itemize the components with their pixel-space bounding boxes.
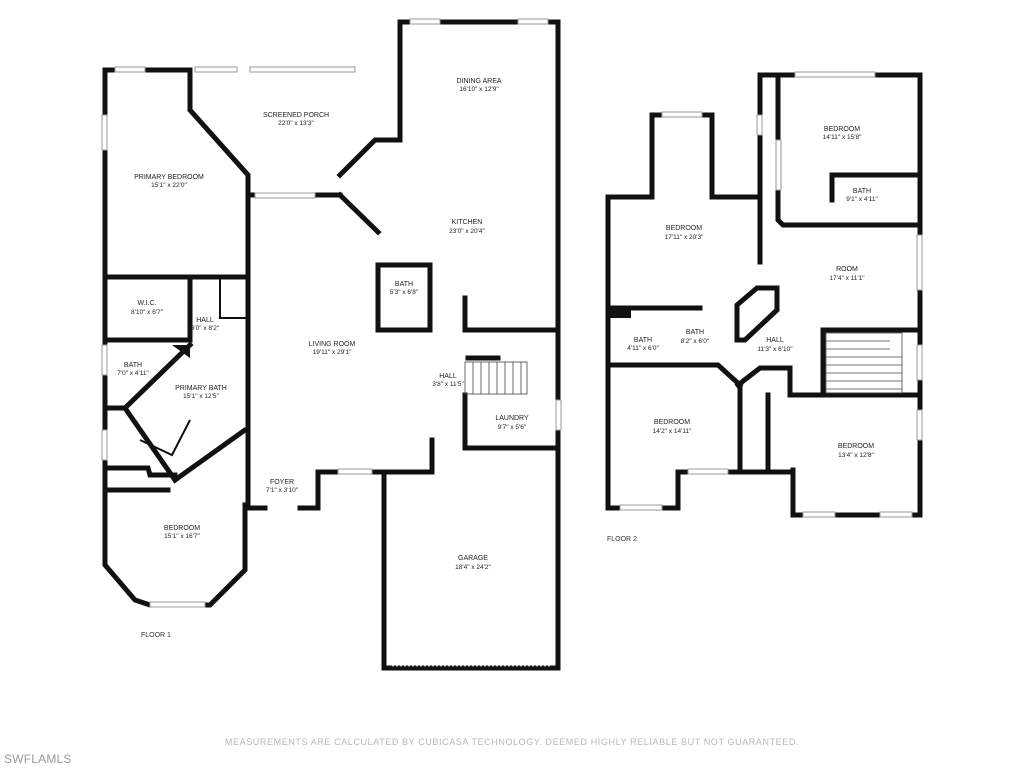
mls-watermark: SWFLAMLS — [4, 752, 72, 766]
room-dims: 15'1" x 12'5" — [183, 393, 219, 400]
room-name: BEDROOM — [654, 419, 690, 426]
room-name: BATH — [686, 329, 704, 336]
room-name: BATH — [124, 362, 142, 369]
floor-1-label: FLOOR 1 — [141, 632, 171, 639]
room-label-hall-3-8: HALL 3'8" x 11'5" — [432, 373, 464, 388]
room-label-hall-6-0: HALL 6'0" x 8'2" — [191, 317, 220, 332]
room-dims: 7'0" x 4'11" — [117, 370, 149, 377]
room-name: FOYER — [270, 479, 294, 486]
room-name: BEDROOM — [824, 126, 860, 133]
room-name: BATH — [395, 281, 413, 288]
room-dims: 4'11" x 6'0" — [627, 345, 659, 352]
room-dims: 16'10" x 12'9" — [459, 86, 499, 93]
room-dims: 8'10" x 6'7" — [131, 309, 164, 316]
room-name: W.I.C. — [137, 300, 156, 307]
room-dims: 15'1" x 22'0" — [151, 182, 187, 189]
room-label-bath-4-11: BATH 4'11" x 6'0" — [627, 337, 659, 352]
room-name: LAUNDRY — [495, 415, 529, 422]
room-dims: 11'3" x 6'10" — [757, 346, 793, 353]
room-dims: 23'0" x 20'4" — [449, 228, 485, 235]
room-dims: 9'7" x 5'6" — [498, 424, 527, 431]
room-name: LIVING ROOM — [309, 341, 356, 348]
room-name: BEDROOM — [666, 225, 702, 232]
room-label-bath-5-3: BATH 5'3" x 6'8" — [390, 281, 419, 296]
room-label-hall-11-3: HALL 11'3" x 6'10" — [757, 337, 793, 353]
room-dims: 5'3" x 6'8" — [390, 289, 419, 296]
room-dims: 6'0" x 8'2" — [191, 325, 220, 332]
room-label-bath-7-0: BATH 7'0" x 4'11" — [117, 362, 149, 377]
room-label-bath-8-2: BATH 8'2" x 6'0" — [681, 329, 710, 345]
room-name: BEDROOM — [164, 525, 200, 532]
room-label-bedroom-14-11: BEDROOM 14'11" x 15'8" — [823, 126, 862, 141]
floor-1-room-labels: SCREENED PORCH 22'0" x 13'3" DINING AREA… — [117, 78, 529, 639]
floor-2-room-labels: BEDROOM 14'11" x 15'8" BATH 9'1" x 4'11"… — [607, 126, 878, 543]
floor-2-stairs — [825, 332, 903, 394]
room-dims: 18'4" x 24'2" — [455, 564, 491, 571]
floor-1-walls — [102, 19, 561, 671]
room-name: BATH — [634, 337, 652, 344]
floor-2-windows — [619, 71, 923, 518]
measurement-disclaimer: MEASUREMENTS ARE CALCULATED BY CUBICASA … — [224, 737, 800, 747]
room-dims: 17'4" x 11'1" — [829, 275, 865, 282]
room-label-bedroom-14-2: BEDROOM 14'2" x 14'11" — [653, 419, 692, 435]
room-label-primary-bath: PRIMARY BATH 15'1" x 12'5" — [175, 385, 227, 400]
room-dims: 19'11" x 29'1" — [313, 349, 352, 356]
room-label-kitchen: KITCHEN 23'0" x 20'4" — [449, 219, 485, 235]
room-name: KITCHEN — [452, 219, 483, 226]
room-name: PRIMARY BATH — [175, 385, 227, 392]
room-label-bedroom-17-11: BEDROOM 17'11" x 20'3" — [665, 225, 704, 241]
room-label-screened-porch: SCREENED PORCH 22'0" x 13'3" — [263, 112, 329, 127]
room-dims: 7'1" x 3'10" — [266, 487, 299, 494]
room-name: DINING AREA — [456, 78, 501, 85]
room-name: HALL — [196, 317, 214, 324]
room-dims: 22'0" x 13'3" — [278, 120, 314, 127]
floor-1-windows — [101, 18, 562, 608]
room-name: GARAGE — [458, 555, 488, 562]
room-dims: 17'11" x 20'3" — [665, 234, 704, 241]
room-dims: 13'4" x 12'8" — [838, 452, 874, 459]
room-dims: 14'2" x 14'11" — [653, 428, 692, 435]
room-label-living-room: LIVING ROOM 19'11" x 29'1" — [309, 341, 356, 356]
room-name: BATH — [853, 188, 871, 195]
room-name: BEDROOM — [838, 443, 874, 450]
room-label-wic: W.I.C. 8'10" x 6'7" — [131, 300, 164, 316]
room-name: HALL — [766, 337, 784, 344]
room-dims: 14'11" x 15'8" — [823, 134, 862, 141]
room-label-bedroom-13-4: BEDROOM 13'4" x 12'8" — [838, 443, 875, 459]
room-label-bath-9-1: BATH 9'1" x 4'11" — [846, 188, 878, 203]
room-label-laundry: LAUNDRY 9'7" x 5'6" — [495, 415, 529, 431]
room-label-room-17-4: ROOM 17'4" x 11'1" — [829, 266, 865, 282]
room-dims: 3'8" x 11'5" — [432, 381, 464, 388]
room-name: ROOM — [836, 266, 858, 273]
floor-1-stairs — [464, 361, 528, 395]
room-name: PRIMARY BEDROOM — [134, 174, 204, 181]
room-label-foyer: FOYER 7'1" x 3'10" — [266, 479, 299, 494]
room-label-garage: GARAGE 18'4" x 24'2" — [455, 555, 491, 571]
room-dims: 8'2" x 6'0" — [681, 338, 710, 345]
room-name: HALL — [439, 373, 457, 380]
room-dims: 9'1" x 4'11" — [846, 196, 878, 203]
room-name: SCREENED PORCH — [263, 112, 329, 119]
room-label-dining-area: DINING AREA 16'10" x 12'9" — [456, 78, 501, 93]
room-label-bedroom-15-1: BEDROOM 15'1" x 16'7" — [164, 525, 201, 540]
floor-2-label: FLOOR 2 — [607, 536, 637, 543]
room-dims: 15'1" x 16'7" — [164, 533, 200, 540]
room-label-primary-bedroom: PRIMARY BEDROOM 15'1" x 22'0" — [134, 174, 204, 189]
